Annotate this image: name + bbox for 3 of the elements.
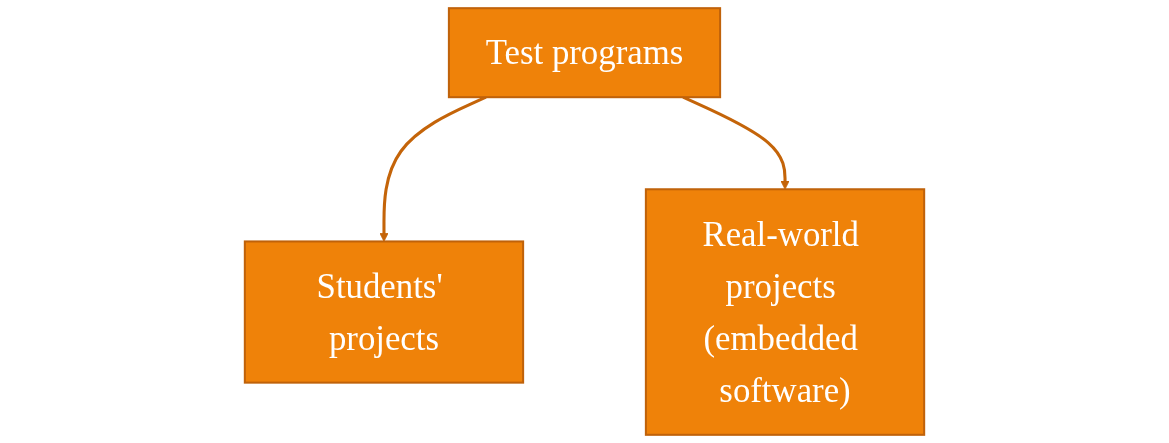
node-box: Test programs — [447, 7, 722, 99]
node-box: Real-world projects (embedded software) — [644, 188, 926, 436]
node-box: Students' projects — [243, 240, 525, 384]
